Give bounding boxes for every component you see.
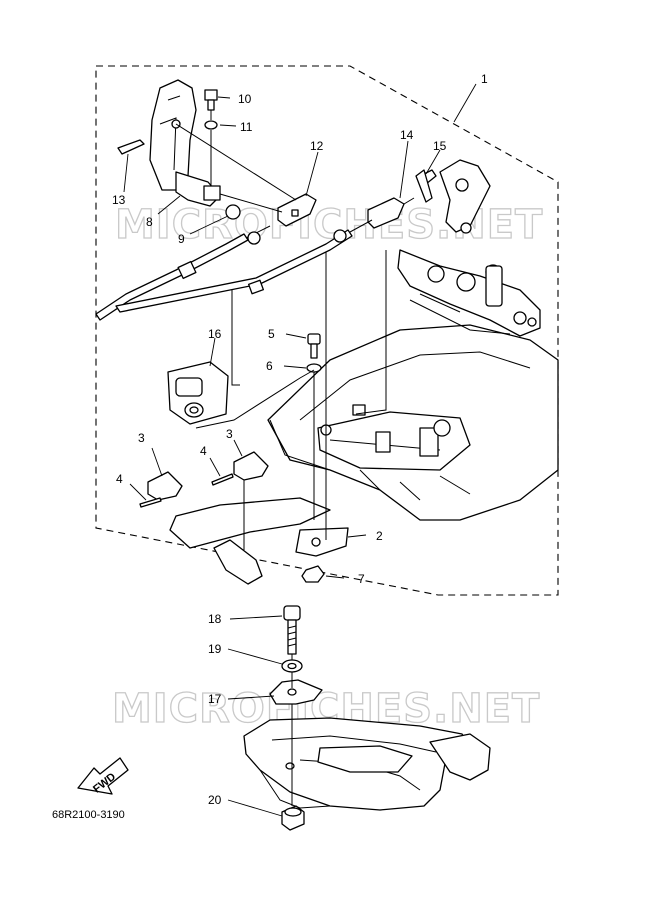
part-20-nut xyxy=(281,805,305,831)
part-18-bolt xyxy=(283,605,301,655)
callout-6: 6 xyxy=(266,359,273,373)
part-4-pin-right xyxy=(211,473,234,486)
callout-4-right: 4 xyxy=(200,444,207,458)
part-3-holder-right xyxy=(233,451,269,481)
callout-5: 5 xyxy=(268,327,275,341)
callout-1: 1 xyxy=(481,72,488,86)
callout-17: 17 xyxy=(208,692,222,706)
callout-9: 9 xyxy=(178,232,185,246)
part-13-pin xyxy=(117,139,145,155)
callout-19: 19 xyxy=(208,642,222,656)
callout-10: 10 xyxy=(238,92,252,106)
callout-13: 13 xyxy=(112,193,126,207)
callout-4-left: 4 xyxy=(116,472,123,486)
part-17-plate xyxy=(269,679,323,705)
mounting-bracket xyxy=(243,717,491,811)
callout-20: 20 xyxy=(208,793,222,807)
callout-16: 16 xyxy=(208,327,222,341)
callout-11: 11 xyxy=(240,120,253,134)
part-11-washer xyxy=(204,120,218,130)
part-12-joint xyxy=(277,193,317,227)
part-4-pin-left xyxy=(139,497,162,508)
callout-3-left: 3 xyxy=(138,431,145,445)
part-code: 68R2100-3190 xyxy=(52,809,125,821)
callout-2: 2 xyxy=(376,529,383,543)
callout-labels-lower: 18 19 17 20 xyxy=(208,612,222,807)
assembly-guide-lines xyxy=(175,110,387,550)
part-8-lever xyxy=(149,79,221,207)
callout-leaders xyxy=(123,83,477,579)
part-3-holder-left xyxy=(147,471,183,501)
callout-3-right: 3 xyxy=(226,427,233,441)
control-cables xyxy=(95,219,373,321)
part-5-bolt xyxy=(307,333,321,359)
callout-15: 15 xyxy=(433,139,447,153)
callout-7: 7 xyxy=(358,572,365,586)
part-15-clip xyxy=(415,169,433,203)
callout-labels-upper: 1 2 3 3 4 4 5 6 7 8 9 10 11 12 13 14 15 … xyxy=(112,72,488,586)
part-7-nut xyxy=(301,565,325,583)
callout-14: 14 xyxy=(400,128,414,142)
callout-18: 18 xyxy=(208,612,222,626)
linkage-assembly xyxy=(397,249,541,337)
part-2-bracket xyxy=(169,497,349,585)
assembly-boundary xyxy=(95,65,559,596)
bottom-cowling xyxy=(267,324,559,521)
part-16-grommet xyxy=(167,361,229,425)
part-19-washer xyxy=(281,659,303,673)
fwd-arrow: FWD xyxy=(77,757,129,796)
callout-12: 12 xyxy=(310,139,324,153)
watermark-lower: MICROFICHES.NET xyxy=(112,686,540,732)
lower-callout-leaders xyxy=(227,615,283,817)
part-10-bolt xyxy=(204,89,218,111)
callout-8: 8 xyxy=(146,215,153,229)
shift-arm xyxy=(419,159,491,234)
part-6-washer xyxy=(306,363,322,373)
part-9-washer xyxy=(225,204,241,220)
